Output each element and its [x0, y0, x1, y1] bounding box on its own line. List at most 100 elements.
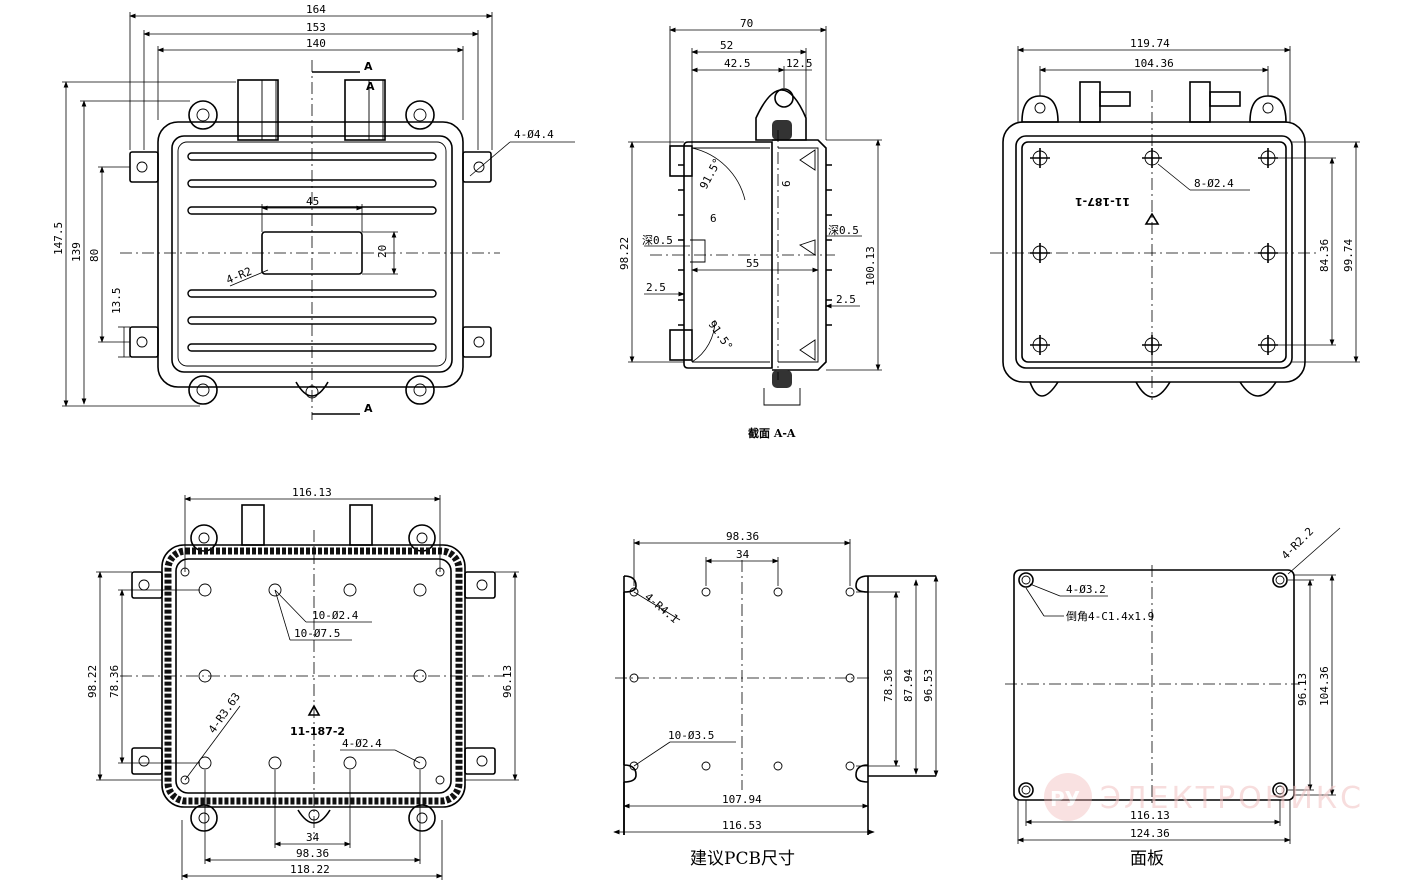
section-hinge-lug	[755, 89, 807, 141]
pcb-dim-107: 107.94	[722, 793, 762, 806]
section-lid-body	[683, 141, 773, 369]
sec-deep-right: 深0.5	[828, 224, 859, 237]
bot-dim-78: 78.36	[108, 665, 121, 698]
sec-dim-70: 70	[740, 17, 753, 30]
top-hinge-left	[237, 79, 279, 141]
panel-holes-label: 4-Ø3.2	[1066, 583, 1106, 596]
panel-outline	[1013, 569, 1295, 801]
section-seal-bottom	[772, 370, 792, 388]
section-seal-top	[772, 120, 792, 140]
top-dim-153: 153	[306, 21, 326, 34]
side-hinge-right	[1189, 81, 1211, 123]
section-mark-a-hinge: A	[366, 80, 375, 93]
panel-dim-96: 96.13	[1296, 673, 1309, 706]
watermark-logo-text: РУ	[1050, 787, 1080, 811]
side-holes-label: 8-Ø2.4	[1194, 177, 1234, 190]
bot-radius-label: 4-R3.63	[206, 690, 243, 735]
side-dim-104: 104.36	[1134, 57, 1174, 70]
section-view-labels: 70 52 42.5 12.5 98.22 100.13 55 91.5° 91…	[618, 17, 877, 440]
top-flange-rt	[462, 151, 492, 183]
sec-angle-bottom: 91.5°	[706, 318, 736, 353]
top-view	[62, 12, 575, 420]
panel-view-labels: 4-R2.2 4-Ø3.2 倒角4-C1.4x1.9 96.13 104.36 …	[1066, 525, 1331, 869]
side-dim-84: 84.36	[1318, 239, 1331, 272]
bot-dim-34: 34	[306, 831, 320, 844]
sec-dim-6b: 6	[710, 212, 717, 225]
sec-angle-top: 91.5°	[697, 156, 724, 191]
panel-view	[1005, 527, 1341, 844]
side-hinge-left	[1079, 81, 1101, 123]
top-dim-13: 13.5	[110, 288, 123, 315]
pcb-holes-label: 10-Ø3.5	[668, 729, 714, 742]
side-view	[990, 46, 1360, 400]
side-view-labels: 119.74 104.36 8-Ø2.4 84.36 99.74 11-187-…	[1075, 37, 1355, 272]
side-dim-119: 119.74	[1130, 37, 1170, 50]
top-flange-rb	[462, 326, 492, 358]
watermark-logo-icon	[1044, 773, 1092, 821]
top-dim-140: 140	[306, 37, 326, 50]
sec-dim-52: 52	[720, 39, 733, 52]
pcb-holes	[629, 587, 855, 771]
side-part-number: 11-187-1	[1075, 195, 1130, 208]
watermark-brand: ЭЛЕКТРОНИКС	[1100, 781, 1364, 816]
bot-dim-98-36: 98.36	[296, 847, 329, 860]
sec-dim-100: 100.13	[864, 246, 877, 286]
panel-radius-label: 4-R2.2	[1279, 525, 1316, 562]
sec-dim-42: 42.5	[724, 57, 751, 70]
bottom-outer-body	[161, 544, 466, 808]
sec-dim-55: 55	[746, 257, 759, 270]
bot-dim-98: 98.22	[86, 665, 99, 698]
bot-holes-c-label: 4-Ø2.4	[342, 737, 382, 750]
top-flange-lb	[129, 326, 159, 358]
top-dim-45: 45	[306, 195, 319, 208]
top-view-labels: 164 153 140 45 20 147.5 139 80 13.5 4-Ø4…	[52, 3, 554, 415]
top-dim-20: 20	[376, 245, 389, 258]
pcb-view-labels: 98.36 34 4-R4.1 10-Ø3.5 78.36 87.94 96.5…	[642, 530, 935, 869]
section-flange-top	[669, 145, 693, 177]
sec-dim-6a: 6	[780, 180, 793, 187]
section-ribs	[678, 149, 832, 361]
side-dim-99: 99.74	[1342, 239, 1355, 272]
top-flange-lt	[129, 151, 159, 183]
section-view	[628, 26, 882, 406]
panel-dim-124: 124.36	[1130, 827, 1170, 840]
section-mark-a-top: A	[364, 60, 373, 73]
bot-part-number: 11-187-2	[290, 725, 345, 738]
pcb-dim-34: 34	[736, 548, 750, 561]
pcb-dim-78: 78.36	[882, 669, 895, 702]
panel-caption: 面板	[1130, 849, 1164, 869]
pcb-caption: 建议PCB尺寸	[690, 849, 795, 869]
watermark: РУ ЭЛЕКТРОНИКС	[1044, 773, 1364, 821]
side-bosses	[1030, 148, 1278, 355]
bot-dim-96: 96.13	[501, 665, 514, 698]
section-caption: 截面 A-A	[748, 426, 796, 440]
top-outer-body	[157, 121, 464, 388]
panel-chamfer-label: 倒角4-C1.4x1.9	[1066, 610, 1154, 623]
top-radius-label: 4-R2	[224, 265, 253, 287]
pcb-dim-96: 96.53	[922, 669, 935, 702]
top-dim-80: 80	[88, 249, 101, 262]
top-hinge-right	[344, 79, 386, 141]
bottom-view	[96, 495, 519, 880]
top-dim-164: 164	[306, 3, 326, 16]
pcb-dim-87: 87.94	[902, 669, 915, 702]
side-outer-body	[1002, 121, 1306, 383]
top-holes-label: 4-Ø4.4	[514, 128, 554, 141]
pcb-radius-label: 4-R4.1	[642, 590, 681, 626]
pcb-view	[613, 539, 939, 835]
bot-dim-116: 116.13	[292, 486, 332, 499]
bot-holes-a-label: 10-Ø2.4	[312, 609, 359, 622]
sec-dim-2-5-right: 2.5	[836, 293, 856, 306]
top-dim-139: 139	[70, 242, 83, 262]
pcb-dim-116: 116.53	[722, 819, 762, 832]
sec-dim-2-5-left: 2.5	[646, 281, 666, 294]
pcb-dim-98: 98.36	[726, 530, 759, 543]
sec-deep-left: 深0.5	[642, 234, 673, 247]
section-mark-a-bottom: A	[364, 402, 373, 415]
bot-holes-b-label: 10-Ø7.5	[294, 627, 340, 640]
top-dim-147: 147.5	[52, 222, 65, 255]
section-flange-bottom	[669, 329, 693, 361]
panel-dim-116: 116.13	[1130, 809, 1170, 822]
panel-dim-104: 104.36	[1318, 666, 1331, 706]
